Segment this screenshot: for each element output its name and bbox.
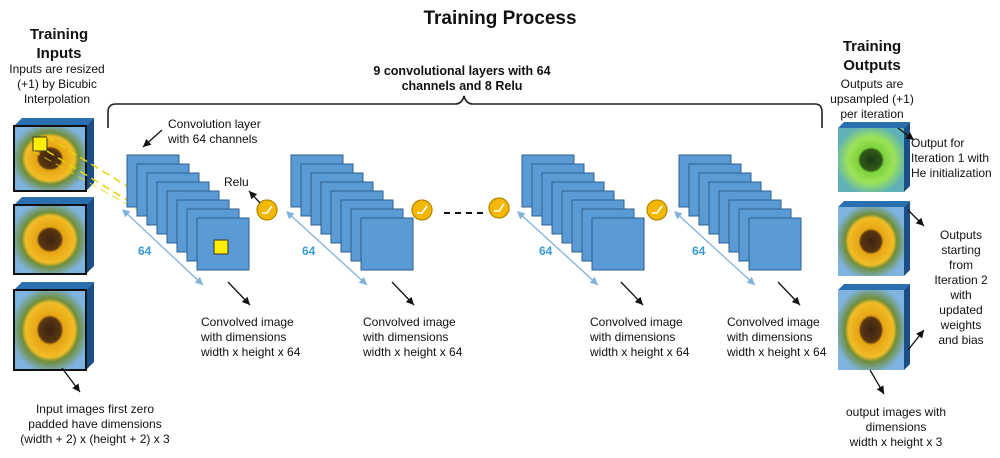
input-image-2 [13,197,94,275]
layers-brace [107,95,823,128]
conv-layer-stack [290,154,414,271]
output-image-iter2 [838,201,910,276]
relu-circle [411,199,433,221]
output-iter2-label: Outputs starting from Iteration 2 with u… [934,228,988,347]
dim-label-64: 64 [302,244,316,258]
conv-layer [360,217,414,271]
convolved-label: Convolved image with dimensions width x … [590,315,690,359]
page-title: Training Process [423,8,577,29]
outputs-description: Outputs are upsampled (+1) per iteration [830,77,914,121]
inputs-footer: Input images first zero padded have dime… [20,402,170,446]
output-iter1-label: Output for Iteration 1 with He initializ… [911,136,992,180]
kernel-square [213,239,229,255]
conv-layer [591,217,645,271]
relu-circle [488,197,510,219]
convolved-label: Convolved image with dimensions width x … [727,315,827,359]
relu-circle [256,199,278,221]
relu-circle [646,199,668,221]
layers-brace-label: 9 convolutional layers with 64 channels … [373,64,551,93]
inputs-description: Inputs are resized (+1) by Bicubic Inter… [9,62,105,106]
output-image-iter3 [838,284,910,370]
convolved-label: Convolved image with dimensions width x … [201,315,301,359]
relu-label: Relu [224,175,249,189]
input-image-1 [13,118,94,192]
inputs-heading: Training Inputs [29,26,89,62]
dim-label-64: 64 [692,244,706,258]
output-image-iter1 [838,122,910,192]
outputs-footer: output images with dimensions width x he… [845,405,947,449]
input-image-3 [13,282,94,371]
dim-label-64: 64 [539,244,553,258]
outputs-heading: Training Outputs [842,38,902,74]
conv-layer-label: Convolution layer with 64 channels [168,117,261,146]
convolved-label: Convolved image with dimensions width x … [363,315,463,359]
conv-layer [748,217,802,271]
dim-label-64: 64 [138,244,152,258]
